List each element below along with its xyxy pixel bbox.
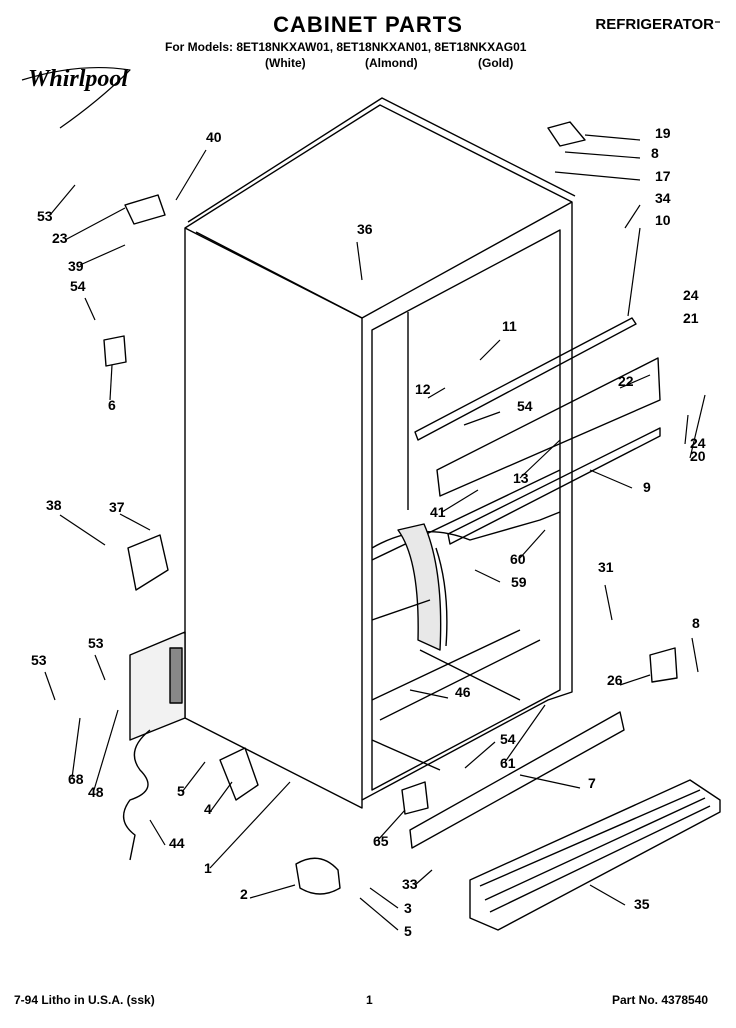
variant-white: (White): [265, 56, 306, 70]
callout-23: 23: [52, 230, 68, 246]
callout-3: 3: [404, 900, 412, 916]
callout-46: 46: [455, 684, 471, 700]
callout-54: 54: [70, 278, 86, 294]
callout-39: 39: [68, 258, 84, 274]
callout-21: 21: [683, 310, 699, 326]
rail-9: [447, 427, 661, 545]
callout-20: 20: [690, 448, 706, 464]
page-number: 1: [366, 993, 373, 1007]
hinge-37: [127, 534, 169, 591]
callout-7: 7: [588, 775, 596, 791]
print-info: 7-94 Litho in U.S.A. (ssk): [14, 993, 155, 1007]
callout-53: 53: [31, 652, 47, 668]
air-duct: [397, 523, 442, 651]
callout-59: 59: [511, 574, 527, 590]
variant-almond: (Almond): [365, 56, 418, 70]
hinge-bottom: [295, 857, 341, 895]
logo-swoosh: [21, 66, 131, 129]
caster: [219, 747, 259, 801]
page-title: CABINET PARTS: [273, 12, 463, 37]
callout-19: 19: [655, 125, 671, 141]
callout-35: 35: [634, 896, 650, 912]
callout-61: 61: [500, 755, 516, 771]
model-numbers: For Models: 8ET18NKXAW01, 8ET18NKXAN01, …: [165, 40, 527, 54]
callout-1: 1: [204, 860, 212, 876]
callout-17: 17: [655, 168, 671, 184]
callout-60: 60: [510, 551, 526, 567]
callout-6: 6: [108, 397, 116, 413]
callout-24: 24: [690, 435, 706, 451]
callout-9: 9: [643, 479, 651, 495]
callout-8: 8: [692, 615, 700, 631]
bracket-6: [103, 335, 127, 367]
callout-5: 5: [177, 783, 185, 799]
callout-31: 31: [598, 559, 614, 575]
callout-33: 33: [402, 876, 418, 892]
power-cord: [122, 729, 151, 861]
callout-48: 48: [88, 784, 104, 800]
clip-65: [401, 781, 429, 815]
callout-54: 54: [500, 731, 516, 747]
hinge-cover: [547, 121, 586, 147]
callout-34: 34: [655, 190, 671, 206]
callout-41: 41: [430, 504, 446, 520]
callout-24: 24: [683, 287, 699, 303]
callout-26: 26: [607, 672, 623, 688]
callout-65: 65: [373, 833, 389, 849]
callout-53: 53: [37, 208, 53, 224]
callout-4: 4: [204, 801, 212, 817]
toe-plate: [409, 711, 625, 849]
callout-13: 13: [513, 470, 529, 486]
callout-36: 36: [357, 221, 373, 237]
support-13: [436, 357, 661, 497]
callout-54: 54: [517, 398, 533, 414]
top-hinge: [124, 194, 166, 225]
callout-53: 53: [88, 635, 104, 651]
callout-38: 38: [46, 497, 62, 513]
callout-44: 44: [169, 835, 185, 851]
cam-26: [649, 647, 678, 683]
callout-68: 68: [68, 771, 84, 787]
part-number: Part No. 4378540: [612, 993, 709, 1007]
callout-37: 37: [109, 499, 125, 515]
callout-22: 22: [618, 373, 634, 389]
appliance-category: REFRIGERATOR: [595, 16, 714, 33]
callout-10: 10: [655, 212, 671, 228]
callout-5: 5: [404, 923, 412, 939]
callout-2: 2: [240, 886, 248, 902]
cabinet-body: [184, 104, 573, 809]
callout-40: 40: [206, 129, 222, 145]
leader-lines: [44, 21, 720, 931]
callout-8: 8: [651, 145, 659, 161]
cabinet-liner: [371, 229, 561, 791]
base-grille: [469, 779, 721, 931]
callout-11: 11: [502, 318, 517, 334]
rail-10: [414, 317, 637, 441]
variant-gold: (Gold): [478, 56, 514, 70]
callout-12: 12: [415, 381, 431, 397]
